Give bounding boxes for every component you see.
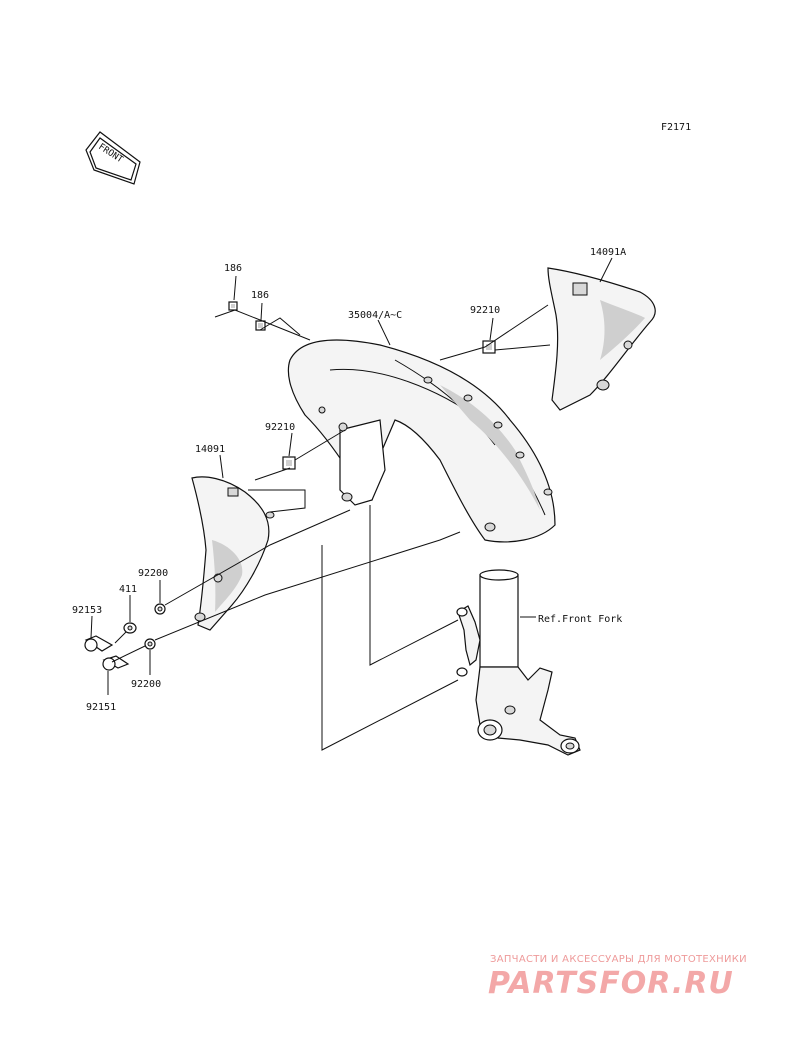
leader-lines [90, 257, 613, 751]
label-92210-right: 92210 [470, 305, 500, 316]
watermark-logo: PARTSFOR.RU [488, 966, 734, 1001]
label-front-fork: Ref.Front Fork [538, 614, 622, 625]
label-411: 411 [119, 584, 137, 595]
label-14091: 14091 [195, 444, 225, 455]
front-fork [456, 569, 581, 756]
washer-92200-upper [154, 603, 166, 615]
label-92151: 92151 [86, 702, 116, 713]
diagram-code: F2171 [661, 122, 691, 133]
bolt-92151 [102, 655, 130, 671]
right-side-cover [547, 267, 656, 411]
label-92200-upper: 92200 [138, 568, 168, 579]
label-92153: 92153 [72, 605, 102, 616]
watermark-tagline: ЗАПЧАСТИ И АКСЕССУАРЫ ДЛЯ МОТОТЕХНИКИ [490, 954, 747, 965]
label-92200-lower: 92200 [131, 679, 161, 690]
washer-92200-lower [144, 638, 156, 650]
label-186-b: 186 [251, 290, 269, 301]
label-186-a: 186 [224, 263, 242, 274]
front-arrow-badge: FRONT [85, 131, 141, 185]
front-fender [287, 339, 556, 543]
washer-411 [123, 622, 137, 634]
left-side-cover [191, 476, 275, 631]
label-92210-left: 92210 [265, 422, 295, 433]
bolt-186-a [228, 301, 238, 311]
bolt-186-b [255, 320, 266, 331]
nut-92210-left [282, 456, 296, 470]
label-fender: 35004/A~C [348, 310, 402, 321]
bolt-92153 [84, 635, 114, 652]
label-14091a: 14091A [590, 247, 626, 258]
nut-92210-right [482, 340, 496, 354]
